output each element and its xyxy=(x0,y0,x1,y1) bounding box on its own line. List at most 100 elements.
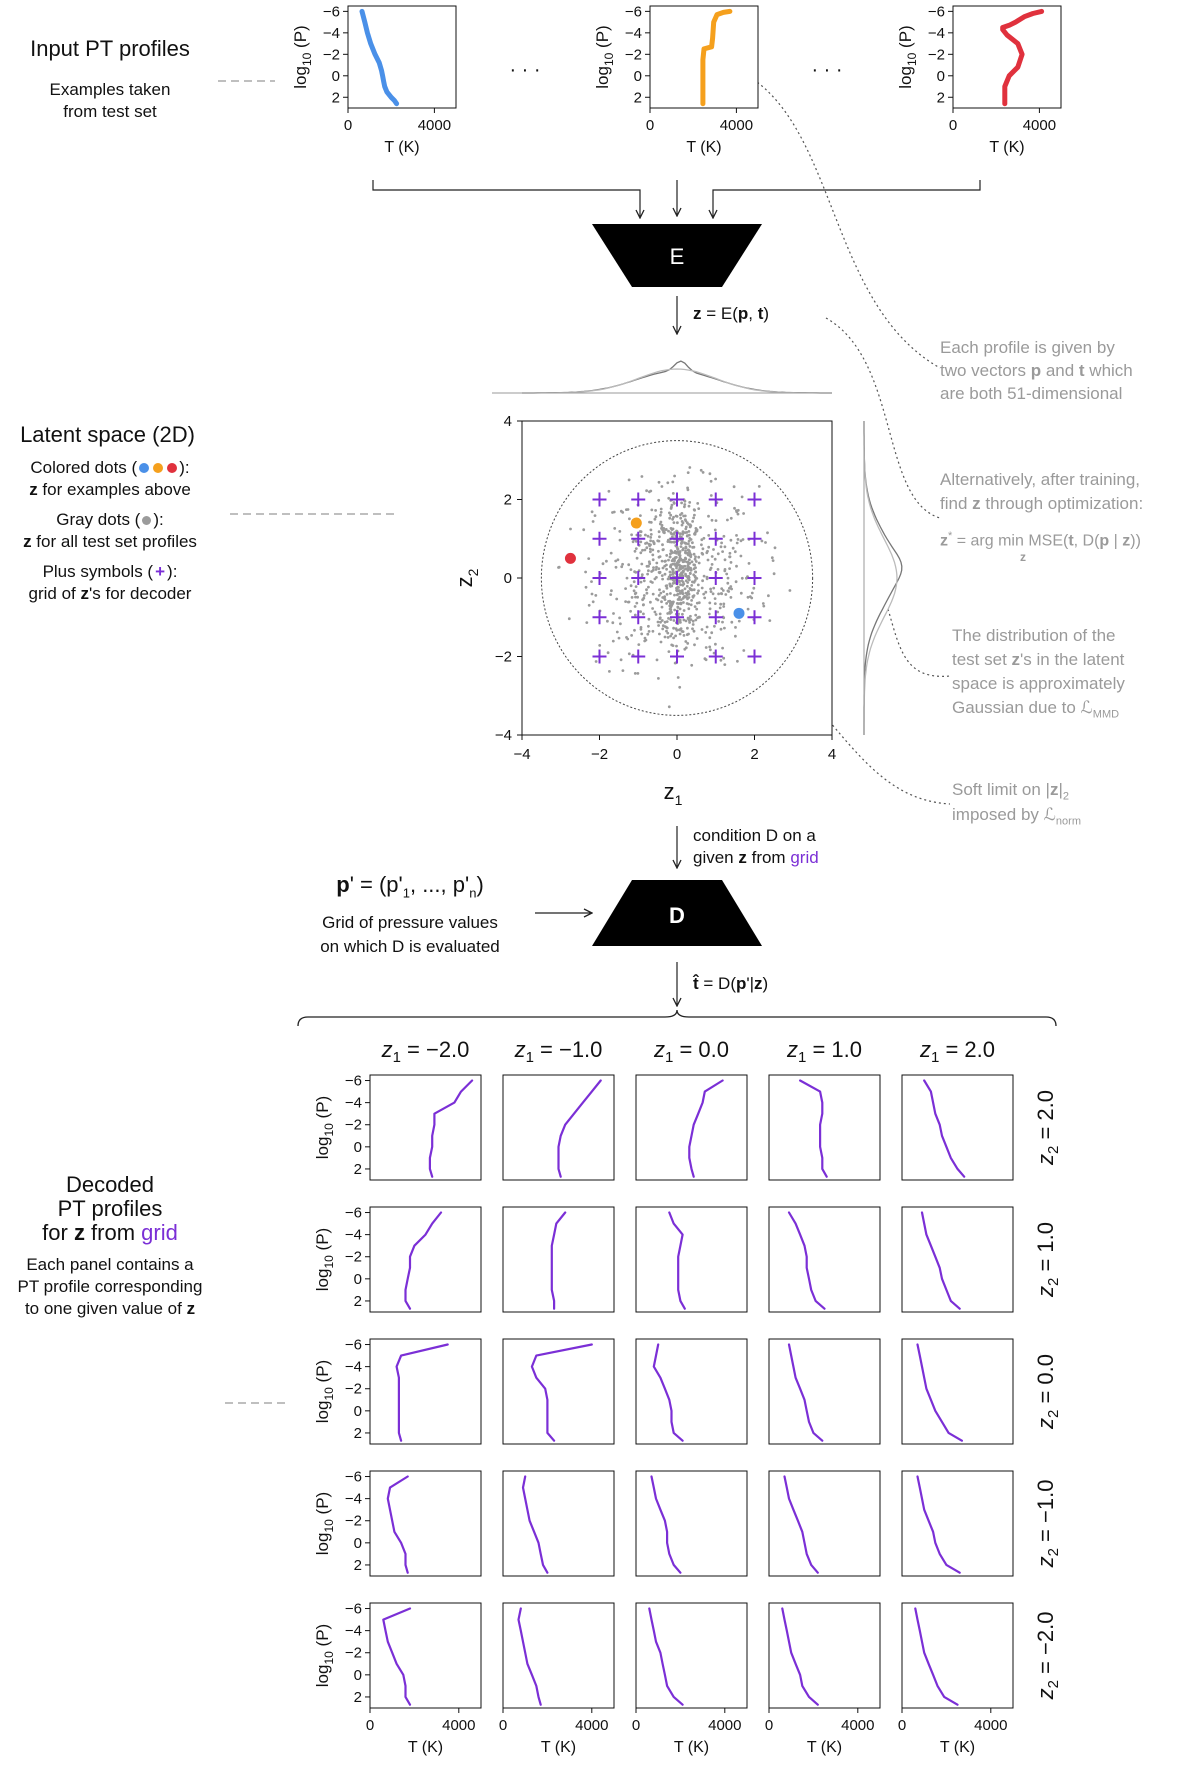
gray-dot xyxy=(640,562,644,566)
ellipsis-1: · · · xyxy=(509,59,541,81)
note2-argmin-sub: z xyxy=(1020,550,1026,564)
x-tick-label: 0 xyxy=(646,117,654,134)
gray-dot xyxy=(733,550,737,554)
condition-grid: grid xyxy=(790,848,819,867)
gray-dot xyxy=(717,592,720,596)
gray-dot xyxy=(686,560,690,564)
input-profile-blue-curve xyxy=(359,8,400,107)
decoded-panel-r0-c2-frame xyxy=(635,1074,748,1181)
gray-dot xyxy=(654,509,657,512)
gray-dot xyxy=(680,501,683,505)
gray-dot xyxy=(702,592,706,596)
gray-dot xyxy=(611,511,614,514)
gray-dot xyxy=(593,514,597,517)
x-tick-label: 4000 xyxy=(974,1717,1007,1734)
gray-dot xyxy=(701,471,705,474)
gray-dot xyxy=(657,677,660,680)
gray-dot xyxy=(686,626,689,630)
gray-dot xyxy=(663,595,667,599)
gray-dot xyxy=(729,538,733,542)
gray-dot xyxy=(723,663,727,666)
gray-dot xyxy=(714,477,717,481)
gray-dot xyxy=(642,603,645,607)
highlight-point-red xyxy=(564,552,576,564)
decoded-panel-r4-c2-frame xyxy=(635,1602,748,1709)
note2-t: t xyxy=(1068,532,1074,550)
gray-dot xyxy=(615,597,619,601)
gray-dot xyxy=(677,560,681,564)
gray-dot xyxy=(639,610,642,614)
ellipsis-2: · · · xyxy=(811,59,843,81)
gray-dot xyxy=(722,605,726,608)
condition-line1: condition D on a xyxy=(693,826,816,845)
gray-dot xyxy=(691,627,694,631)
gray-dot xyxy=(684,640,688,643)
gray-dot xyxy=(627,478,631,482)
note1-line3: are both 51-dimensional xyxy=(940,384,1123,403)
gray-dot xyxy=(704,646,708,649)
gray-dot xyxy=(721,620,724,624)
highlight-point-blue xyxy=(733,607,745,619)
gray-dot xyxy=(693,605,697,608)
decoder-eq-p: p xyxy=(735,974,747,993)
gray-dot xyxy=(665,629,668,633)
decoded-panel-r1-c1 xyxy=(502,1206,615,1313)
gray-dot xyxy=(688,551,692,555)
gray-dot xyxy=(701,547,705,551)
decoded-title-3a: for xyxy=(42,1220,74,1245)
gray-dots-desc: for all test set profiles xyxy=(31,532,197,551)
gray-dot xyxy=(654,568,658,571)
decoded-panel-r3-c0-frame xyxy=(369,1470,482,1577)
gray-dot xyxy=(648,490,651,494)
gray-dot xyxy=(676,598,680,601)
x-tick-label: 0 xyxy=(344,117,352,134)
decoded-panel-r0-c4-curve xyxy=(923,1079,966,1178)
gray-dot xyxy=(567,617,571,621)
gray-dot xyxy=(667,496,671,500)
y-axis-label-p: (P) xyxy=(313,1228,332,1255)
col-title-1: z1 = −1.0 xyxy=(514,1037,603,1066)
gray-dot xyxy=(695,529,699,532)
gray-dot xyxy=(688,545,692,548)
gray-dot xyxy=(658,632,661,636)
gray-dot xyxy=(670,503,674,507)
gray-dot xyxy=(668,511,671,515)
decoded-title-1: Decoded xyxy=(65,1172,155,1197)
gray-dot xyxy=(618,616,621,620)
gray-dot xyxy=(660,559,664,563)
x-axis-label: T (K) xyxy=(384,139,419,156)
plus-symbols-z: z xyxy=(80,584,90,603)
gray-dot xyxy=(685,633,689,637)
x-tick-label: 4000 xyxy=(442,1717,475,1734)
gray-dot xyxy=(658,555,662,558)
gray-dot xyxy=(660,574,664,577)
note3-line1: The distribution of the xyxy=(952,626,1116,645)
gray-dot xyxy=(766,531,769,535)
gray-dot xyxy=(740,576,744,580)
row-title-1: z2 = 1.0 xyxy=(1033,1222,1062,1298)
gray-dot xyxy=(673,593,676,597)
gray-dot xyxy=(694,566,697,570)
gray-dot xyxy=(667,558,670,562)
gray-dot xyxy=(686,471,690,474)
gray-dot xyxy=(674,564,677,567)
y-tick-label: 0 xyxy=(332,68,340,85)
decoded-panel-r2-c3-frame xyxy=(768,1338,881,1445)
condition-2a: given xyxy=(693,848,739,867)
gray-dot xyxy=(700,538,704,542)
y-axis-label-p: (P) xyxy=(291,25,310,52)
gray-dot xyxy=(710,555,714,558)
x-tick-label: 0 xyxy=(765,1717,773,1734)
note3-z: z xyxy=(1011,650,1021,669)
gray-dots-line2: z for all test set profiles xyxy=(0,532,220,552)
gray-dot xyxy=(651,592,655,596)
decoded-panel-r0-c2-curve xyxy=(688,1079,724,1178)
col-title-0: z1 = −2.0 xyxy=(381,1037,470,1066)
gray-dot xyxy=(675,628,679,632)
gray-dot xyxy=(614,559,618,563)
gray-dot xyxy=(742,512,745,515)
gray-dot xyxy=(656,539,660,543)
